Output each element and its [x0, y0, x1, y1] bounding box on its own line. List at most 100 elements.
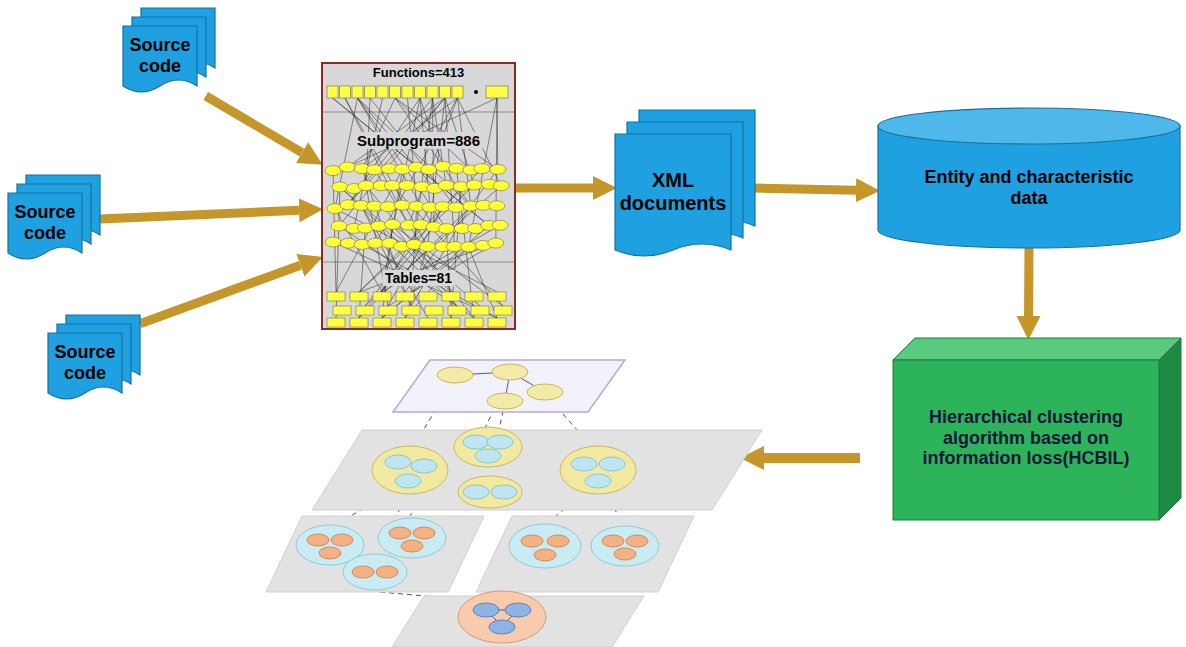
second-level-cluster [463, 435, 489, 449]
third-level-cluster [591, 526, 659, 566]
call-line [358, 98, 447, 229]
call-lines [333, 98, 504, 318]
function-box [327, 86, 338, 98]
bottom-level-cluster [458, 591, 546, 643]
table-box [494, 306, 512, 315]
table-box [402, 306, 420, 315]
subprogram-node [371, 221, 387, 231]
subprogram-node [466, 180, 482, 190]
flow-arrow [755, 188, 856, 190]
table-box [471, 306, 489, 315]
subprogram-node [489, 201, 505, 211]
subprogram-node [366, 165, 382, 175]
second-level-cluster [599, 457, 625, 471]
second-level-cluster [571, 457, 597, 471]
subprogram-node [449, 163, 465, 173]
third-level-cluster [547, 535, 569, 547]
table-box [442, 318, 460, 327]
call-graph-panel: Functions=413Subprogram=886Tables=81 [321, 62, 516, 330]
hierarchy-arrow [764, 458, 860, 459]
panel-frame [322, 63, 515, 329]
table-box [373, 318, 391, 327]
flow-arrow [1024, 248, 1033, 316]
subprogram-node [384, 180, 400, 190]
call-line [361, 205, 428, 318]
third-level-cluster [626, 535, 648, 547]
algorithm-box: Hierarchical clustering algorithm based … [893, 338, 1181, 520]
level-plane [393, 360, 625, 412]
subprogram-node [399, 180, 415, 190]
subprogram-node [492, 220, 508, 230]
top-level-cluster [492, 364, 528, 380]
function-box [486, 86, 508, 98]
second-level-cluster [560, 446, 636, 494]
band-label: Functions=413 [370, 66, 467, 81]
call-graph-panel-outline [321, 62, 516, 330]
subprogram-node [380, 202, 396, 212]
function-box [427, 86, 438, 98]
node-content: Entity and characteristic data [918, 146, 1140, 230]
table-box [425, 306, 443, 315]
table-box [327, 292, 345, 301]
level-plane [266, 360, 762, 647]
level-plane [476, 516, 694, 592]
third-level-cluster [307, 534, 329, 546]
subprogram-node [332, 182, 348, 192]
subprogram-node [331, 221, 347, 231]
subprogram-node [395, 164, 411, 174]
table-box [396, 292, 414, 301]
second-level-cluster [475, 449, 501, 463]
cylinder-top [878, 108, 1180, 144]
function-box [452, 86, 463, 98]
database-cylinder: Entity and characteristic data [878, 108, 1180, 248]
subprogram-node [420, 242, 436, 252]
table-box [379, 306, 397, 315]
third-level-cluster [296, 518, 659, 590]
table-box [488, 292, 506, 301]
subprogram-node [394, 200, 410, 210]
subprogram-node [447, 242, 463, 252]
third-level-cluster [331, 534, 353, 546]
source-code-document: Source code [123, 8, 215, 96]
flow-arrow [100, 210, 299, 219]
bottom-level-cluster [473, 603, 499, 617]
subprogram-node [325, 166, 341, 176]
xml-document: XML documents [615, 110, 755, 260]
node-label: XML documents [617, 169, 729, 215]
call-line [382, 225, 489, 318]
subprogram-node [474, 164, 490, 174]
document-sheet [48, 333, 122, 399]
second-level-cluster [385, 455, 411, 469]
node-label: Source code [50, 342, 120, 383]
node-content: Functions=413Subprogram=886Tables=81 [321, 62, 516, 330]
subprogram-node [490, 164, 506, 174]
subprogram-node [438, 224, 454, 234]
bottom-level-cluster [505, 603, 531, 617]
call-line [339, 226, 474, 318]
call-line [392, 185, 503, 306]
third-level-cluster [319, 547, 341, 559]
node-content: XML documents [617, 138, 729, 246]
second-level-cluster [372, 427, 636, 508]
table-box [448, 306, 466, 315]
source-code-document: Source code [48, 315, 140, 403]
subprogram-node [461, 242, 477, 252]
box-top-face [893, 338, 1181, 360]
top-level-cluster [487, 393, 523, 409]
third-level-cluster [343, 554, 407, 590]
subprogram-node [448, 202, 464, 212]
third-level-cluster [352, 566, 374, 578]
node-content: Source code [50, 337, 120, 389]
call-line [358, 98, 471, 206]
top-level-cluster [437, 367, 473, 383]
function-box [352, 86, 363, 98]
second-level-cluster [411, 459, 437, 473]
call-line [339, 98, 445, 226]
function-box [365, 86, 376, 98]
call-line [333, 98, 489, 225]
call-line [497, 98, 499, 169]
band-label: Tables=81 [382, 270, 455, 286]
